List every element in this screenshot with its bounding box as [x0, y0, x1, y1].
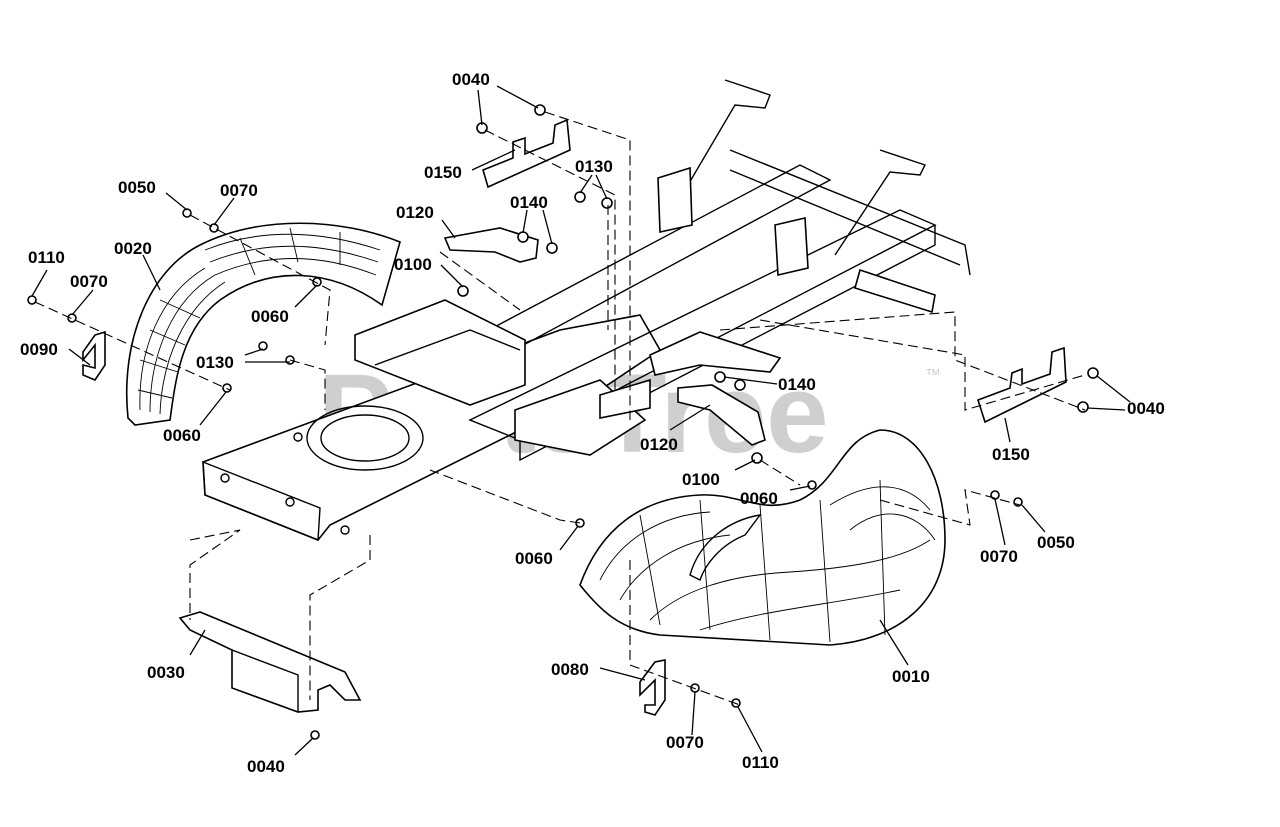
callout-0130-left: 0130 — [196, 353, 234, 372]
callout-0050-right: 0050 — [1037, 533, 1075, 552]
fender-left — [125, 222, 401, 426]
callout-0070-top-left: 0070 — [220, 181, 258, 200]
callout-0030: 0030 — [147, 663, 185, 682]
callout-0140-right: 0140 — [778, 375, 816, 394]
callout-0100-top: 0100 — [394, 255, 432, 274]
frame-assembly — [202, 79, 971, 542]
fender-right — [579, 429, 946, 646]
callout-0010: 0010 — [892, 667, 930, 686]
leader-lines — [31, 85, 1131, 756]
hardware — [27, 104, 1099, 740]
callout-0110-bottom: 0110 — [742, 753, 779, 772]
callout-labels: 0040 0150 0130 0140 0120 0100 0050 0070 … — [20, 70, 1165, 776]
callout-0080: 0080 — [551, 660, 589, 679]
callout-0110-left: 0110 — [28, 248, 65, 267]
side-plate-right — [977, 346, 1067, 424]
callout-0040-right: 0040 — [1127, 399, 1165, 418]
callout-0120-top: 0120 — [396, 203, 434, 222]
callout-0040-bottom: 0040 — [247, 757, 285, 776]
assembly-lines — [34, 111, 1086, 706]
bracket-upper — [443, 227, 539, 263]
callout-0090: 0090 — [20, 340, 58, 359]
callout-0150-top: 0150 — [424, 163, 462, 182]
watermark-trademark: ™ — [925, 367, 941, 384]
callout-0060-upper: 0060 — [251, 307, 289, 326]
callout-0070-right: 0070 — [980, 547, 1018, 566]
callout-0040-top: 0040 — [452, 70, 490, 89]
callout-0060-right: 0060 — [740, 489, 778, 508]
side-plate-upper — [482, 118, 571, 189]
bracket-lower — [677, 384, 766, 446]
callout-0070-left: 0070 — [70, 272, 108, 291]
callout-0070-bottom: 0070 — [666, 733, 704, 752]
bottom-cover — [178, 611, 362, 713]
callout-0060-left: 0060 — [163, 426, 201, 445]
callout-0050-left: 0050 — [118, 178, 156, 197]
callout-0060-lower: 0060 — [515, 549, 553, 568]
callout-0140-top: 0140 — [510, 193, 548, 212]
callout-0100-right: 0100 — [682, 470, 720, 489]
callout-0150-right: 0150 — [992, 445, 1030, 464]
clip-right — [639, 659, 666, 716]
callout-0130-top: 0130 — [575, 157, 613, 176]
clip-left — [82, 330, 106, 381]
callout-0020: 0020 — [114, 239, 152, 258]
callout-0120-right: 0120 — [640, 435, 678, 454]
